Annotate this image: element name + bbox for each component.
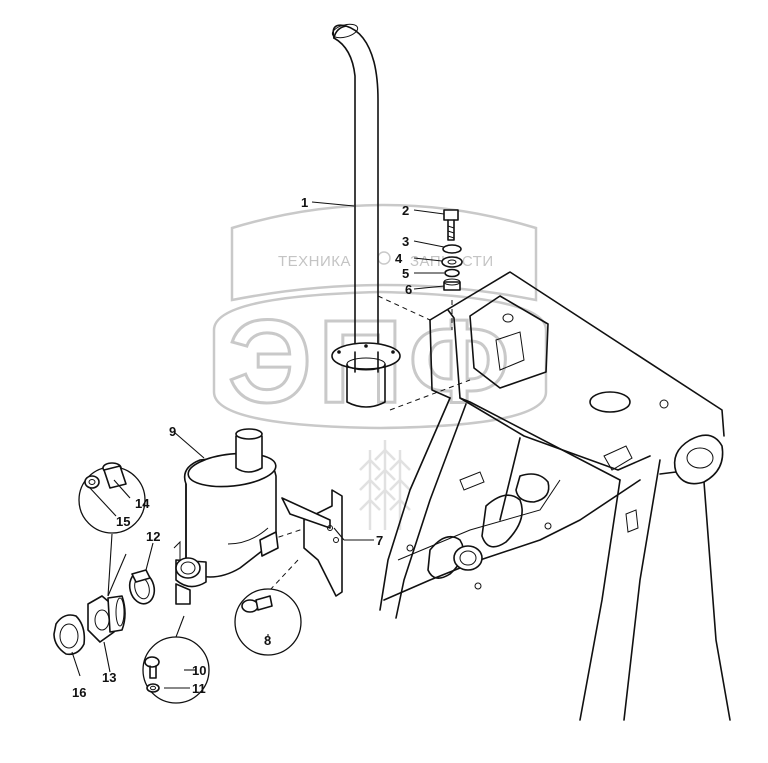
label-part-12: 12 [146, 529, 160, 544]
gasket-16[interactable] [53, 614, 86, 656]
fastener-stack-top [441, 209, 463, 291]
machine-frame [379, 271, 731, 721]
label-part-11: 11 [192, 681, 206, 696]
label-part-6: 6 [405, 282, 412, 297]
nut-6[interactable] [443, 278, 461, 291]
callout-circle-bolt-8 [234, 588, 302, 656]
label-part-3: 3 [402, 234, 409, 249]
bracket-7[interactable] [281, 489, 343, 597]
clamp-12[interactable] [126, 569, 157, 606]
label-part-10: 10 [192, 663, 206, 678]
watermark-star-icon [377, 251, 391, 265]
label-part-15: 15 [116, 514, 130, 529]
exhaust-stack [331, 23, 401, 408]
label-part-14: 14 [135, 496, 150, 511]
label-part-8: 8 [264, 633, 271, 648]
label-part-4: 4 [395, 251, 403, 266]
label-part-5: 5 [402, 266, 409, 281]
washer-11[interactable] [146, 683, 160, 693]
bolt-14[interactable] [102, 462, 127, 489]
label-part-9: 9 [169, 424, 176, 439]
part-labels: 1 2 3 4 5 6 7 8 9 10 11 12 13 14 15 16 [72, 195, 412, 700]
leader-lines [71, 201, 445, 689]
washer-4[interactable] [441, 256, 463, 268]
bolt-8[interactable] [241, 595, 273, 613]
callout-circle-bolt-washer-upper [78, 462, 146, 534]
label-part-1: 1 [301, 195, 308, 210]
assembly-lines [269, 295, 471, 591]
flange-13[interactable] [87, 595, 126, 643]
washer-15[interactable] [84, 475, 100, 489]
watermark-wheat-icon [359, 440, 411, 530]
muffler [173, 428, 279, 605]
label-part-2: 2 [402, 203, 409, 218]
label-part-7: 7 [376, 533, 383, 548]
lock-washer-5[interactable] [444, 268, 460, 278]
washer-3[interactable] [442, 244, 462, 254]
bolt-2[interactable] [443, 209, 459, 241]
label-part-13: 13 [102, 670, 116, 685]
watermark-text-1: ТЕХНИКА [278, 253, 351, 270]
label-part-16: 16 [72, 685, 86, 700]
bolt-10[interactable] [144, 656, 160, 679]
